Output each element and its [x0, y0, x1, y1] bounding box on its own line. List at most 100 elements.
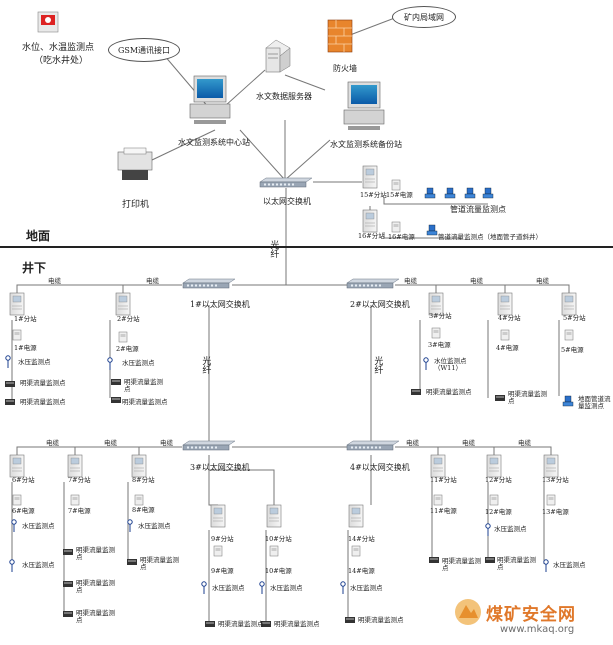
power-14-label: 14#电源: [348, 567, 375, 575]
water-pressure-sensor-icon: [201, 581, 207, 595]
power-16-icon: [391, 221, 401, 233]
cable-label: 电缆: [462, 439, 475, 447]
water-level-sub-label: （吃水井处）: [34, 56, 89, 66]
water-level-sensor-icon: [423, 357, 429, 371]
switch-3-icon: [182, 440, 236, 451]
switch-1-icon: [182, 278, 236, 289]
power-7-icon: [70, 494, 80, 506]
open-channel-label: 明渠流量监测点: [274, 620, 320, 628]
flowmeter-icon: [426, 224, 438, 236]
power-13-label: 13#电源: [542, 508, 569, 516]
open-channel-label: 明渠流量监测点: [140, 556, 179, 572]
open-channel-meter-icon: [127, 559, 137, 565]
power-10-icon: [269, 545, 279, 557]
station-16-icon: [362, 209, 378, 233]
switch-4-icon: [346, 440, 400, 451]
open-channel-label: 明渠流量监测点: [20, 379, 66, 387]
open-channel-label: 明渠流量监测点: [497, 556, 536, 572]
water-pressure-label: 水压监测点: [18, 358, 51, 366]
open-channel-meter-icon: [429, 557, 439, 563]
station-3-label: 3#分站: [429, 312, 452, 320]
flowmeter-icon: [482, 187, 494, 199]
open-channel-meter-icon: [485, 557, 495, 563]
power-3-label: 3#电源: [428, 341, 451, 349]
flowmeter-icon: [464, 187, 476, 199]
station-9-label: 9#分站: [211, 535, 234, 543]
open-channel-label: 明渠流量监测点: [76, 546, 115, 562]
cable-label: 电缆: [160, 439, 173, 447]
water-pressure-sensor-icon: [9, 559, 15, 573]
station-1-icon: [9, 292, 25, 316]
open-channel-meter-icon: [111, 397, 121, 403]
power-12-icon: [489, 494, 499, 506]
data-server-icon: [265, 39, 291, 73]
center-station-label: 水文监测系统中心站: [178, 138, 250, 147]
open-channel-label: 明渠流量监测点: [218, 620, 264, 628]
fiber-label-right: 光纤: [372, 356, 383, 374]
power-1-icon: [12, 329, 22, 341]
power-9-icon: [213, 545, 223, 557]
water-pressure-sensor-icon: [259, 581, 265, 595]
open-channel-label: 明渠流量监测点: [426, 388, 472, 396]
ground-pipe-flowmeter-icon: [562, 395, 574, 407]
power-6-icon: [12, 494, 22, 506]
fiber-label-left: 光纤: [200, 356, 211, 374]
gsm-bubble: GSM通讯接口: [108, 38, 180, 62]
firewall-label: 防火墙: [333, 64, 357, 73]
power-13-icon: [546, 494, 556, 506]
power-11-icon: [433, 494, 443, 506]
underground-label: 井下: [22, 261, 47, 275]
cable-label: 电缆: [404, 277, 417, 285]
open-channel-label: 明渠流量监测点: [442, 557, 481, 573]
pipe-flow-incline-label: 管道流量监测点（地面管子道斜井）: [438, 233, 542, 241]
water-pressure-sensor-icon: [485, 523, 491, 537]
station-13-icon: [543, 454, 559, 478]
station-6-label: 6#分站: [12, 476, 35, 484]
power-4-label: 4#电源: [496, 344, 519, 352]
open-channel-meter-icon: [111, 379, 121, 385]
open-channel-meter-icon: [205, 621, 215, 627]
power-11-label: 11#电源: [430, 507, 457, 515]
open-channel-meter-icon: [411, 389, 421, 395]
station-9-icon: [210, 504, 226, 528]
power-2-icon: [118, 331, 128, 343]
ground-label: 地面: [26, 229, 51, 243]
cable-label: 电缆: [48, 277, 61, 285]
water-pressure-label: 水压监测点: [122, 359, 155, 367]
power-6-label: 6#电源: [12, 507, 35, 515]
pipe-flow-label: 管道流量监测点: [450, 205, 506, 214]
water-pressure-label: 水压监测点: [494, 525, 527, 533]
station-14-label: 14#分站: [348, 535, 375, 543]
station-13-label: 13#分站: [542, 476, 569, 484]
station-7-label: 7#分站: [68, 476, 91, 484]
power-9-label: 9#电源: [211, 567, 234, 575]
station-12-label: 12#分站: [485, 476, 512, 484]
open-channel-label: 明渠流量监测点: [20, 398, 66, 406]
station-15-icon: [362, 165, 378, 189]
watermark-logo-icon: [455, 599, 481, 625]
power-7-label: 7#电源: [68, 507, 91, 515]
power-10-label: 10#电源: [265, 567, 292, 575]
switch-2-label: 2#以太网交换机: [350, 300, 410, 309]
power-15-icon: [391, 179, 401, 191]
water-pressure-label: 水压监测点: [22, 522, 55, 530]
station-5-icon: [561, 292, 577, 316]
water-pressure-label: 水压监测点: [22, 561, 55, 569]
open-channel-meter-icon: [63, 611, 73, 617]
switch-1-label: 1#以太网交换机: [190, 300, 250, 309]
cable-label: 电缆: [406, 439, 419, 447]
station-6-icon: [9, 454, 25, 478]
backup-station-label: 水文监测系统备份站: [330, 140, 402, 149]
water-pressure-label: 水压监测点: [350, 584, 383, 592]
power-12-label: 12#电源: [485, 508, 512, 516]
water-pressure-sensor-icon: [340, 581, 346, 595]
open-channel-label: 明渠流量监测点: [76, 579, 115, 595]
cable-label: 电缆: [518, 439, 531, 447]
station-4-label: 4#分站: [498, 314, 521, 322]
station-11-icon: [430, 454, 446, 478]
station-5-label: 5#分站: [563, 314, 586, 322]
station-1-label: 1#分站: [14, 315, 37, 323]
printer-label: 打印机: [122, 200, 150, 210]
power-5-icon: [564, 329, 574, 341]
